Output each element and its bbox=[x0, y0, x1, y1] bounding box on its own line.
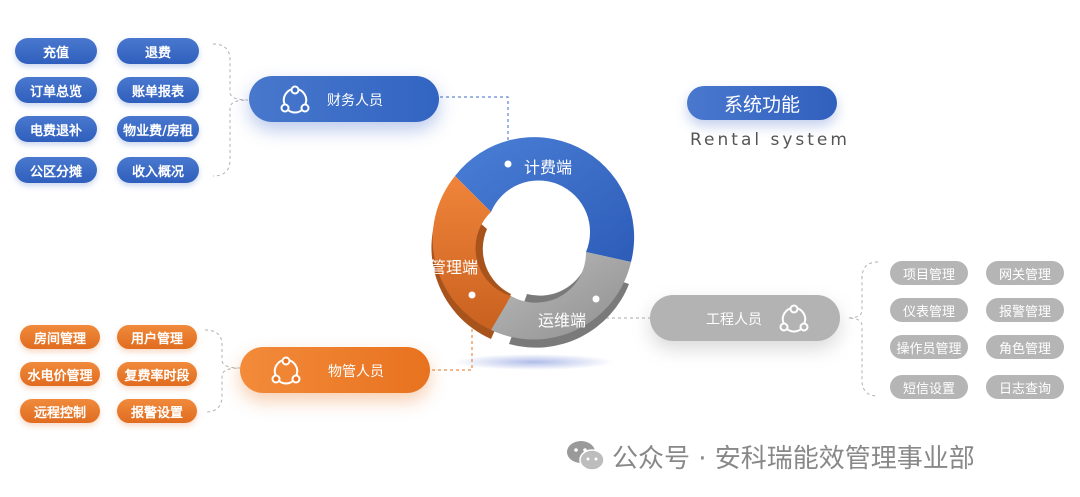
property-item-rate-period[interactable]: 复费率时段 bbox=[117, 362, 197, 386]
engineering-item-alarm[interactable]: 报警管理 bbox=[986, 298, 1064, 322]
property-role-node[interactable]: 物管人员 bbox=[240, 347, 430, 393]
property-item-room[interactable]: 房间管理 bbox=[20, 325, 100, 349]
finance-item-refund[interactable]: 退费 bbox=[117, 38, 199, 64]
engineering-item-gateway[interactable]: 网关管理 bbox=[986, 261, 1064, 285]
function-ring bbox=[431, 137, 635, 370]
page-subtitle: Rental system bbox=[690, 130, 850, 150]
engineering-item-project[interactable]: 项目管理 bbox=[890, 261, 968, 285]
page-title: 系统功能 bbox=[687, 86, 837, 120]
ring-label-billing: 计费端 bbox=[524, 158, 573, 177]
engineering-item-log[interactable]: 日志查询 bbox=[986, 375, 1064, 399]
engineering-item-operator[interactable]: 操作员管理 bbox=[890, 335, 968, 359]
property-role-label: 物管人员 bbox=[328, 364, 384, 380]
property-item-alarm-settings[interactable]: 报警设置 bbox=[117, 399, 197, 423]
engineering-item-sms[interactable]: 短信设置 bbox=[890, 375, 968, 399]
finance-item-income-overview[interactable]: 收入概况 bbox=[117, 157, 199, 183]
engineering-role-label: 工程人员 bbox=[706, 312, 762, 328]
finance-item-electricity-refund[interactable]: 电费退补 bbox=[15, 116, 97, 142]
engineering-item-role[interactable]: 角色管理 bbox=[986, 335, 1064, 359]
engineering-role-node[interactable]: 工程人员 bbox=[650, 295, 840, 341]
footer-watermark: 公众号 · 安科瑞能效管理事业部 bbox=[566, 436, 975, 476]
team-icon bbox=[779, 304, 809, 333]
ring-label-management: 管理端 bbox=[430, 258, 479, 277]
property-item-user[interactable]: 用户管理 bbox=[117, 325, 197, 349]
engineering-item-meter[interactable]: 仪表管理 bbox=[890, 298, 968, 322]
finance-item-property-rent[interactable]: 物业费/房租 bbox=[117, 116, 199, 142]
footer-text: 公众号 · 安科瑞能效管理事业部 bbox=[612, 443, 975, 474]
finance-role-label: 财务人员 bbox=[327, 93, 383, 109]
finance-item-public-share[interactable]: 公区分摊 bbox=[15, 157, 97, 183]
property-item-remote-control[interactable]: 远程控制 bbox=[20, 399, 100, 423]
wechat-icon bbox=[567, 441, 605, 471]
team-icon bbox=[280, 85, 310, 114]
ring-label-operations: 运维端 bbox=[538, 311, 587, 330]
team-icon bbox=[271, 356, 301, 385]
finance-item-recharge[interactable]: 充值 bbox=[15, 38, 97, 64]
property-item-utility-price[interactable]: 水电价管理 bbox=[20, 362, 100, 386]
finance-item-bill-report[interactable]: 账单报表 bbox=[117, 77, 199, 103]
finance-item-order-overview[interactable]: 订单总览 bbox=[15, 77, 97, 103]
finance-role-node[interactable]: 财务人员 bbox=[249, 76, 439, 122]
